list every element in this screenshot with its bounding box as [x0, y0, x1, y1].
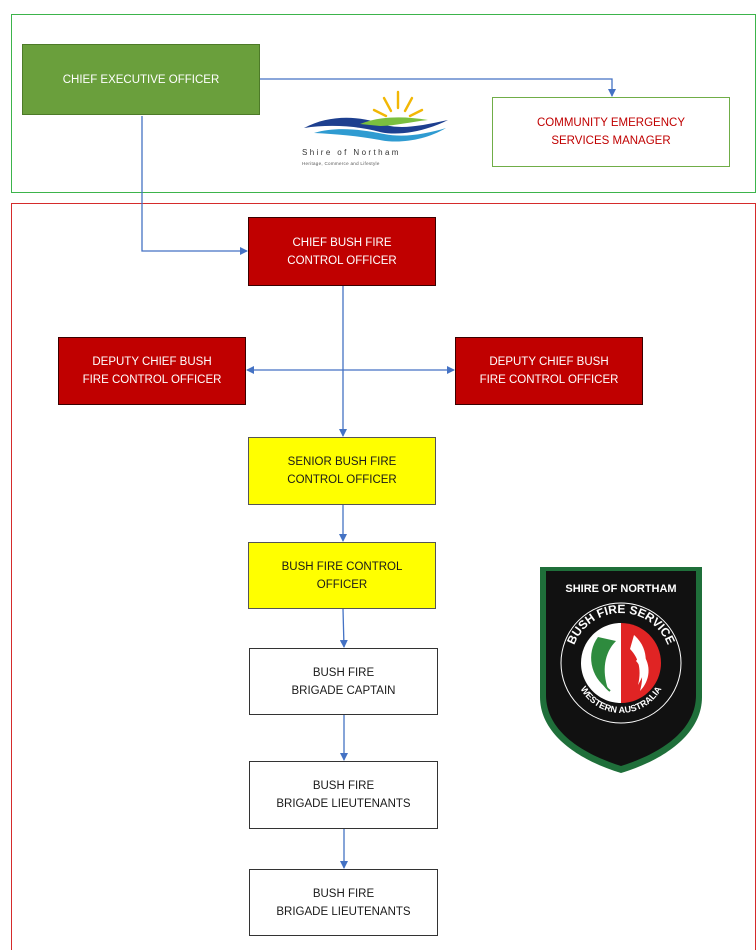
shire-logo-icon — [304, 90, 448, 142]
cbfco-box: CHIEF BUSH FIRE CONTROL OFFICER — [248, 217, 436, 286]
cesm-box: COMMUNITY EMERGENCY SERVICES MANAGER — [492, 97, 730, 167]
deputy-right-box: DEPUTY CHIEF BUSH FIRE CONTROL OFFICER — [455, 337, 643, 405]
shire-logo: Shire of Northam Heritage, Commerce and … — [300, 86, 452, 170]
connector-ceo-cbfco — [141, 116, 248, 255]
shire-logo-name: Shire of Northam — [302, 148, 401, 157]
shire-logo-tagline: Heritage, Commerce and Lifestyle — [302, 161, 380, 166]
bush-fire-service-badge: SHIRE OF NORTHAM BUSH FIRE SERVICE WESTE… — [538, 557, 704, 775]
badge-top-text: SHIRE OF NORTHAM — [565, 583, 676, 595]
lieutenants-box-2: BUSH FIRE BRIGADE LIEUTENANTS — [249, 869, 438, 936]
connector-bfco-captain — [339, 608, 348, 648]
captain-box: BUSH FIRE BRIGADE CAPTAIN — [249, 648, 438, 715]
ceo-box: CHIEF EXECUTIVE OFFICER — [22, 44, 260, 115]
connector-ceo-cesm — [260, 78, 616, 97]
bush-fire-badge-icon: SHIRE OF NORTHAM BUSH FIRE SERVICE WESTE… — [540, 567, 702, 773]
deputy-left-box: DEPUTY CHIEF BUSH FIRE CONTROL OFFICER — [58, 337, 246, 405]
lieutenants-box-1: BUSH FIRE BRIGADE LIEUTENANTS — [249, 761, 438, 829]
bfco-box: BUSH FIRE CONTROL OFFICER — [248, 542, 436, 609]
senior-box: SENIOR BUSH FIRE CONTROL OFFICER — [248, 437, 436, 505]
